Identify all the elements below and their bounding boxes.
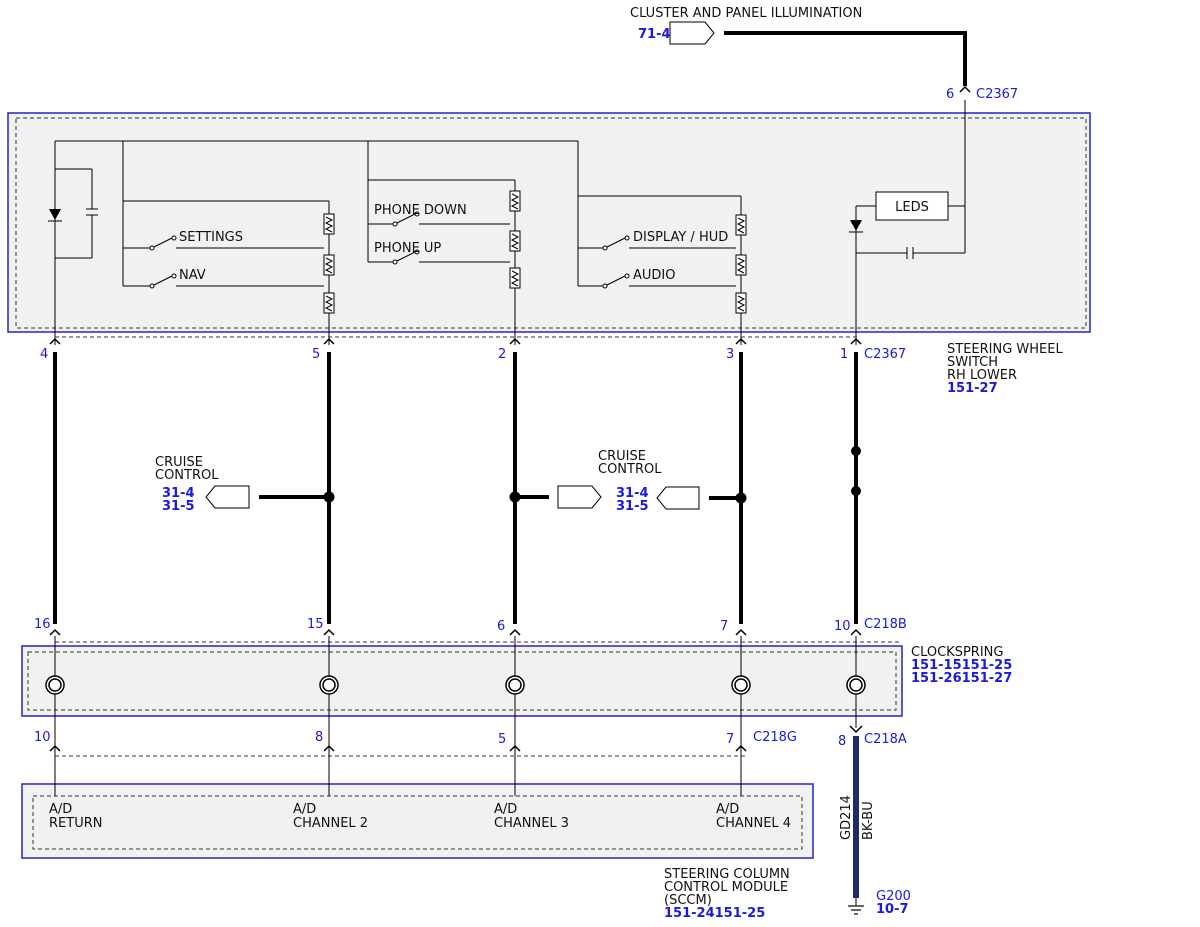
switch-module-ref: 151-27 [947,381,998,396]
resistor-icon [323,292,335,314]
switch-module-inner-border [15,117,1087,329]
c218b-pin7-arrow [735,629,747,636]
illumination-connector-flag [669,21,715,45]
splice-dot [851,486,861,496]
c2367-pin1-label: 1 [840,347,848,362]
clockspring-ring-icon [45,675,65,695]
cruise-right-label-2: CONTROL [598,462,662,477]
ground-name-label: G200 [876,889,911,904]
phone-up-switch-label: PHONE UP [374,241,441,256]
sccm-ch2-label-2: CHANNEL 2 [293,816,368,831]
clockspring-module [21,645,903,717]
sccm-title-3: (SCCM) [664,893,712,908]
cruise-left-label-1: CRUISE [155,455,203,470]
display-hud-switch-label: DISPLAY / HUD [633,230,728,245]
cruise-right-connector-flag [656,486,700,510]
c2367-pin4-label: 4 [40,347,48,362]
clockspring-ring-icon [505,675,525,695]
sccm-title-2: CONTROL MODULE [664,880,788,895]
switch-module-title-3: RH LOWER [947,368,1017,383]
splice-dot [323,491,335,503]
c218a-connector-label: C218A [864,732,907,747]
c218b-pin15-arrow [323,629,335,636]
cruise-left-ref-2: 31-5 [162,499,195,514]
led-diode-icon [850,220,862,231]
sccm-return-label-2: RETURN [49,816,102,831]
sccm-ch3-label-2: CHANNEL 3 [494,816,569,831]
sccm-ch3-label-1: A/D [494,802,517,817]
steering-wheel-switch-module [7,112,1091,333]
c218g-connector-label: C218G [753,730,797,745]
sccm-module [21,783,814,859]
phone-down-switch-label: PHONE DOWN [374,203,467,218]
clockspring-ring-icon [731,675,751,695]
resistor-icon [735,214,747,236]
clockspring-ring-icon [846,675,866,695]
c2367-pin6-arrow [959,86,971,93]
c218b-pin10-arrow [850,629,862,636]
resistor-icon [735,254,747,276]
illumination-wire [724,31,967,86]
switch-module-title-1: STEERING WHEEL [947,342,1063,357]
c218a-pin8-arrow [849,725,863,734]
cruise-left-ref-1: 31-4 [162,486,195,501]
audio-switch-label: AUDIO [633,268,676,283]
cruise-left-label-2: CONTROL [155,468,219,483]
c218b-pin15-label: 15 [307,617,324,632]
switch-diode-icon [49,209,61,220]
cruise-right-label-1: CRUISE [598,449,646,464]
clockspring-title: CLOCKSPRING [911,645,1003,660]
cruise-left-connector-flag [205,485,250,509]
c2367-pin6-label: 6 [946,87,954,102]
c218g-pin10-label: 10 [34,730,51,745]
cruise-middle-connector-flag [557,485,602,509]
c2367-top-connector-label: C2367 [976,87,1018,102]
clockspring-ref-2: 151-26151-27 [911,671,1012,686]
c218b-connector-label: C218B [864,617,907,632]
resistor-icon [509,230,521,252]
c218b-pin6-arrow [509,629,521,636]
sccm-title-1: STEERING COLUMN [664,867,790,882]
resistor-icon [735,292,747,314]
splice-dot [735,492,747,504]
sccm-ch4-label-1: A/D [716,802,739,817]
ground-wire-circuit-label: GD214 [839,795,854,840]
resistor-icon [509,267,521,289]
leds-label: LEDS [895,200,929,215]
nav-switch-label: NAV [179,268,206,283]
ground-wire-color-label: BK-BU [861,801,876,840]
switch-module-title-2: SWITCH [947,355,998,370]
c218b-pin6-label: 6 [497,619,505,634]
illumination-label: CLUSTER AND PANEL ILLUMINATION [630,6,862,21]
splice-dot [851,446,861,456]
c218b-pin10-label: 10 [834,619,851,634]
c218g-pin5-label: 5 [498,732,506,747]
settings-switch-label: SETTINGS [179,230,243,245]
c218a-pin8-label: 8 [838,734,846,749]
sccm-ref: 151-24151-25 [664,906,765,921]
clockspring-ref-1: 151-15151-25 [911,658,1012,673]
ground-ref-label: 10-7 [876,902,909,917]
c2367-pin5-label: 5 [312,347,320,362]
clockspring-ring-icon [319,675,339,695]
c2367-pin3-label: 3 [726,347,734,362]
c218b-pin16-label: 16 [34,617,51,632]
c218g-pin7-label: 7 [726,732,734,747]
cruise-right-ref-2: 31-5 [616,499,649,514]
c218g-pin8-label: 8 [315,730,323,745]
resistor-icon [323,213,335,235]
sccm-ch2-label-1: A/D [293,802,316,817]
sccm-ch4-label-2: CHANNEL 4 [716,816,791,831]
c2367-bottom-connector-label: C2367 [864,347,906,362]
resistor-icon [323,254,335,276]
c218b-pin16-arrow [49,629,61,636]
illumination-ref: 71-4 [638,27,671,42]
cruise-right-ref-1: 31-4 [616,486,649,501]
sccm-return-label-1: A/D [49,802,72,817]
c218b-pin7-label: 7 [720,619,728,634]
c2367-pin2-label: 2 [498,347,506,362]
resistor-icon [509,190,521,212]
